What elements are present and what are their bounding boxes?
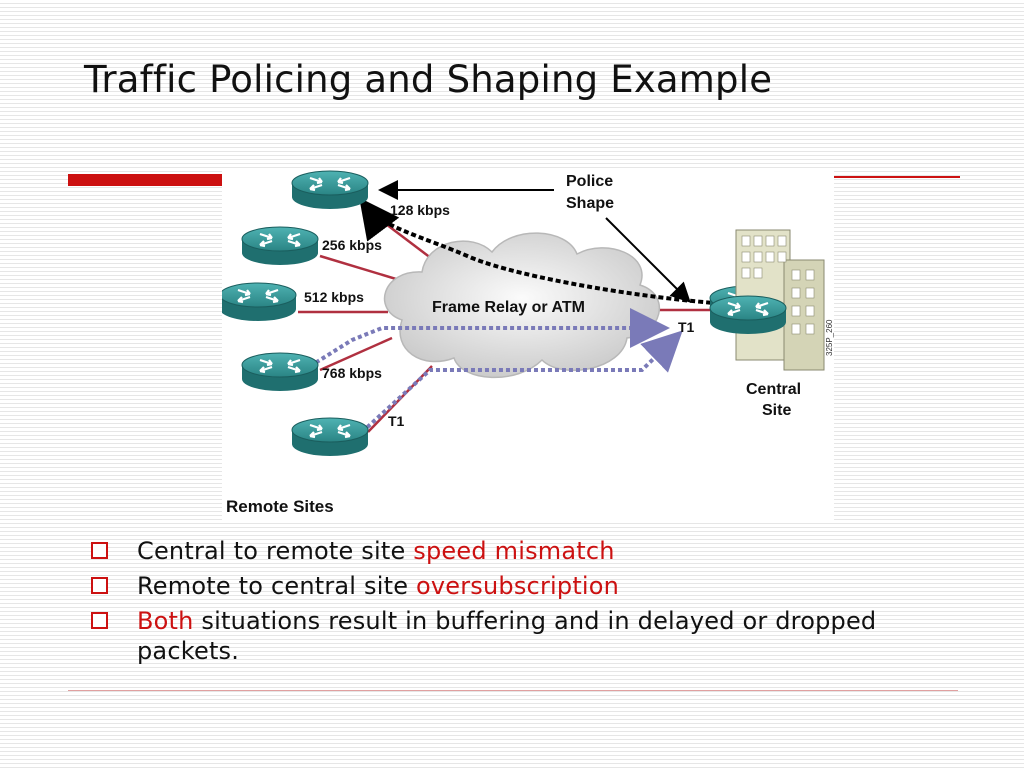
link-label: T1 (388, 413, 405, 429)
bullet-text: Remote to central site (137, 572, 416, 600)
network-diagram: Police Shape 128 kbps 256 kbps 512 kbps … (222, 170, 834, 522)
footer-rule (68, 690, 958, 691)
bullet-highlight: Both (137, 607, 194, 635)
bullet-item: Remote to central site oversubscription (88, 571, 948, 601)
central-site-label-line2: Site (762, 402, 791, 419)
router-icon (290, 170, 370, 211)
router-icon (240, 351, 320, 393)
link-label: 512 kbps (304, 289, 364, 305)
bullet-box-icon (91, 612, 108, 629)
slide-title: Traffic Policing and Shaping Example (84, 58, 773, 101)
router-icon (222, 281, 298, 323)
legend-shape: Shape (566, 195, 614, 212)
bullet-list: Central to remote site speed mismatch Re… (88, 536, 948, 671)
shape-arrows (302, 308, 683, 434)
link-label: 768 kbps (322, 365, 382, 381)
bullet-text-after: situations result in buffering and in de… (137, 607, 877, 665)
central-site-label-line1: Central (746, 381, 801, 398)
router-icon (290, 416, 370, 458)
bullet-highlight: speed mismatch (413, 537, 615, 565)
bullet-box-icon (91, 577, 108, 594)
bullet-text: Central to remote site (137, 537, 414, 565)
bullet-item: Both situations result in buffering and … (88, 606, 948, 666)
bullet-box-icon (91, 542, 108, 559)
legend-police: Police (566, 173, 613, 190)
bullet-highlight: oversubscription (415, 572, 620, 600)
diagram-watermark: 325P_260 (825, 319, 834, 356)
link-label: 128 kbps (390, 202, 450, 218)
title-accent-bar (68, 174, 228, 186)
bullet-item: Central to remote site speed mismatch (88, 536, 948, 566)
cloud-label: Frame Relay or ATM (432, 299, 585, 316)
building-icon (735, 229, 825, 371)
link-label: 256 kbps (322, 237, 382, 253)
cloud-icon (383, 232, 660, 379)
router-icon (240, 225, 320, 267)
remote-sites-label: Remote Sites (226, 497, 334, 516)
router-icon (708, 294, 788, 336)
title-accent-line (830, 176, 960, 178)
police-arrow (359, 197, 728, 306)
central-link-label: T1 (678, 319, 695, 335)
